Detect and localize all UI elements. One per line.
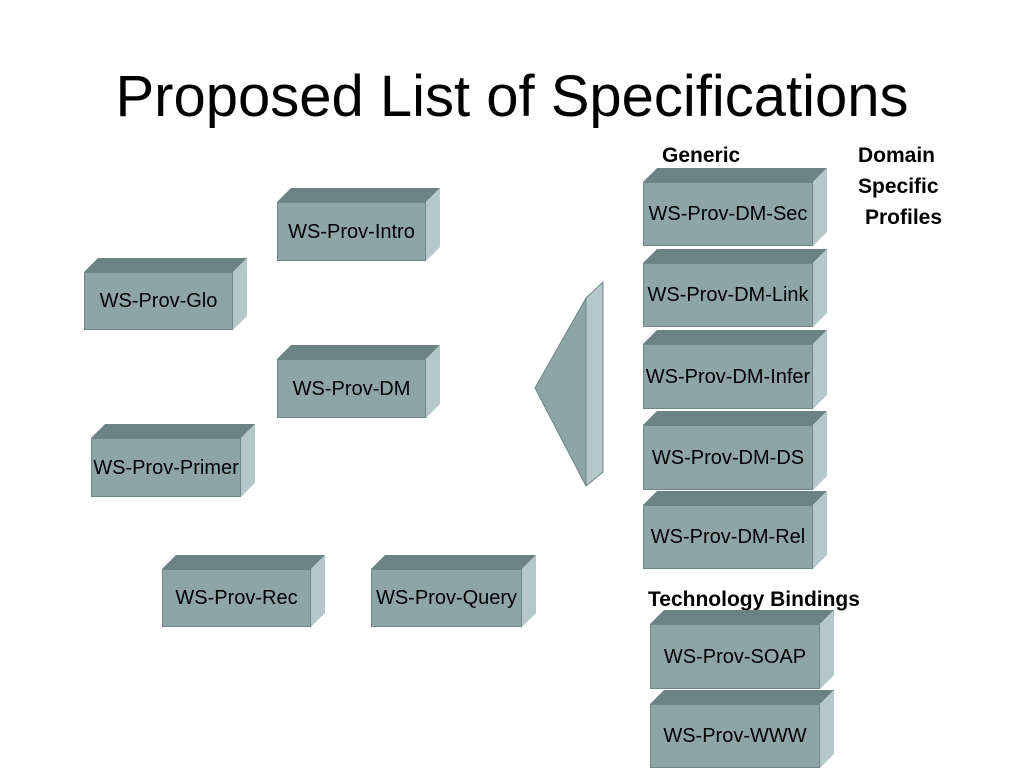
spec-block-dm: WS-Prov-DM [277,345,440,418]
profile-block-label: WS-Prov-DM-DS [651,446,805,469]
binding-block-label: WS-Prov-SOAP [663,645,807,668]
binding-block-www: WS-Prov-WWW [650,690,834,768]
profile-block-label: WS-Prov-DM-Sec [648,203,808,225]
spec-block-label: WS-Prov-Rec [175,587,298,609]
domain-label-line2: Specific [858,175,939,198]
spec-block-label: WS-Prov-Glo [99,290,218,312]
domain-specific-profiles-label: Domain Specific Profiles [858,140,942,233]
generic-label: Generic [662,144,741,167]
profile-block-label: WS-Prov-DM-Rel [650,526,806,548]
domain-label-line1: Domain [858,144,936,167]
spec-block-query: WS-Prov-Query [371,555,536,627]
profile-block-dm-link: WS-Prov-DM-Link [643,249,827,327]
spec-block-intro: WS-Prov-Intro [277,188,440,261]
spec-block-primer: WS-Prov-Primer [91,424,255,497]
profile-block-label: WS-Prov-DM-Infer [645,365,811,388]
profile-block-dm-ds: WS-Prov-DM-DS [643,411,827,490]
spec-block-label: WS-Prov-DM [292,377,411,400]
spec-block-label: WS-Prov-Intro [288,220,415,243]
slide-title: Proposed List of Specifications [115,64,909,129]
profile-block-dm-rel: WS-Prov-DM-Rel [643,491,827,569]
binding-block-label: WS-Prov-WWW [663,725,807,747]
spec-block-glo: WS-Prov-Glo [84,258,247,330]
binding-block-soap: WS-Prov-SOAP [650,610,834,689]
bracket-wedge [534,280,604,488]
technology-bindings-label: Technology Bindings [648,588,860,611]
profile-block-dm-sec: WS-Prov-DM-Sec [643,168,827,246]
spec-block-rec: WS-Prov-Rec [162,555,325,627]
spec-block-label: WS-Prov-Primer [93,456,239,479]
spec-block-label: WS-Prov-Query [375,587,518,609]
profile-block-dm-infer: WS-Prov-DM-Infer [643,330,827,409]
profile-block-label: WS-Prov-DM-Link [647,284,809,306]
domain-label-line3: Profiles [865,206,943,229]
